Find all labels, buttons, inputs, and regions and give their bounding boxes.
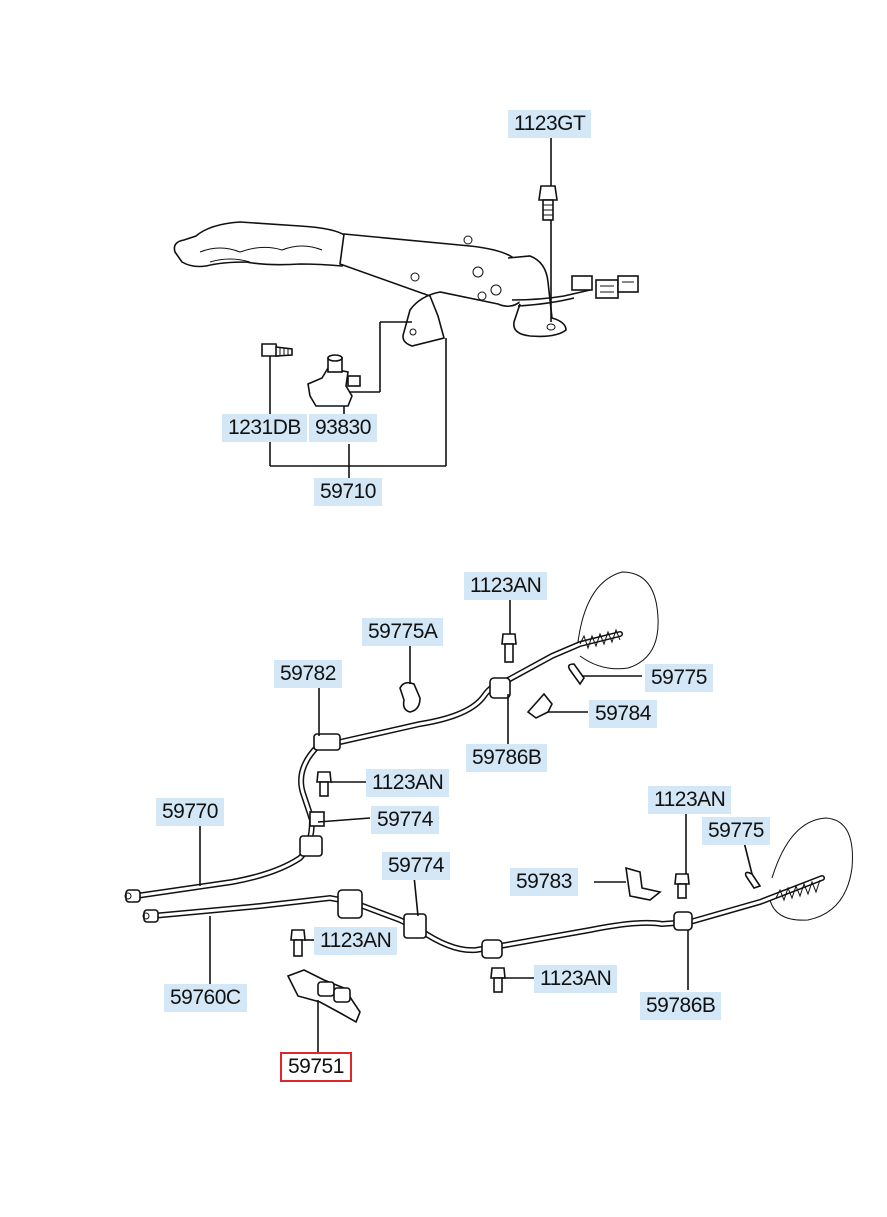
label-59760c[interactable]: 59760C <box>164 984 247 1012</box>
label-59774-lower[interactable]: 59774 <box>382 852 450 880</box>
label-59786b-lower[interactable]: 59786B <box>640 992 722 1020</box>
label-59774-upper[interactable]: 59774 <box>371 806 439 834</box>
label-59770[interactable]: 59770 <box>156 798 224 826</box>
label-59751-selected[interactable]: 59751 <box>280 1052 352 1082</box>
label-59775-lower[interactable]: 59775 <box>702 817 770 845</box>
label-59775a[interactable]: 59775A <box>362 618 444 646</box>
label-1123an-upper-rh[interactable]: 1123AN <box>464 572 548 600</box>
label-59775-upper[interactable]: 59775 <box>645 664 713 692</box>
lower-leader-lines <box>199 598 753 1052</box>
parking-brake-lever <box>173 185 639 407</box>
label-59784[interactable]: 59784 <box>589 700 657 728</box>
label-59786b-upper[interactable]: 59786B <box>466 744 548 772</box>
label-1123an-upper-mid[interactable]: 1123AN <box>366 769 450 797</box>
label-59782[interactable]: 59782 <box>274 660 342 688</box>
label-1123an-lower-rh[interactable]: 1123AN <box>648 786 732 814</box>
label-1123an-equalizer[interactable]: 1123AN <box>314 927 398 955</box>
upper-leader-lines <box>269 137 552 480</box>
label-59710[interactable]: 59710 <box>314 478 382 506</box>
label-1123an-lower-mid[interactable]: 1123AN <box>534 965 618 993</box>
label-1231db[interactable]: 1231DB <box>222 414 307 442</box>
label-59783[interactable]: 59783 <box>510 868 578 896</box>
label-1123gt[interactable]: 1123GT <box>508 110 592 138</box>
label-93830[interactable]: 93830 <box>309 414 377 442</box>
brake-cables <box>124 571 853 1024</box>
